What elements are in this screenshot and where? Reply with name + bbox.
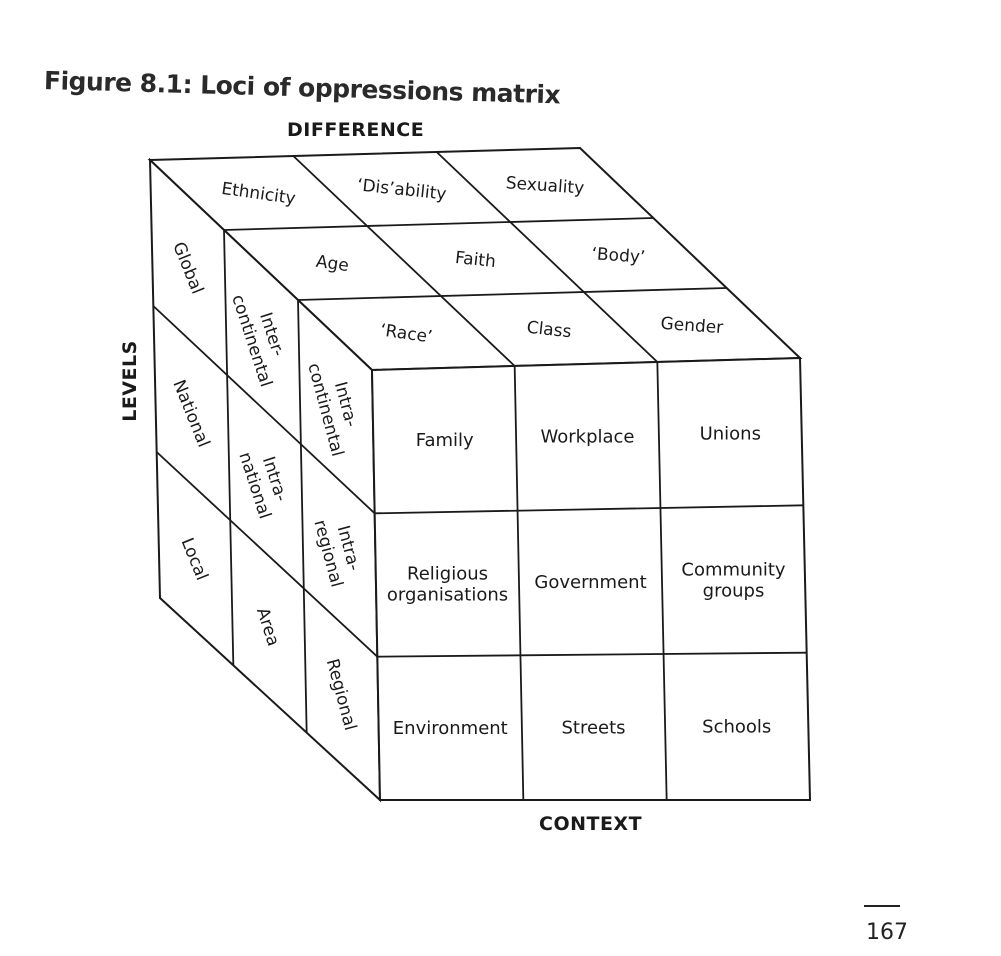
front-cell-label: Government [534,572,646,593]
top-cell-label: ‘Body’ [591,244,646,268]
left-grid-line [297,299,308,733]
front-grid-line [374,504,804,515]
top-cell-label: Age [315,252,350,276]
front-cell-label: Unions [700,423,761,444]
left-grid-line [152,305,376,514]
top-grid-line [223,217,654,231]
top-cell-label: Gender [660,314,724,338]
top-cell-label: Class [526,318,573,343]
front-cell-label: Family [416,430,474,451]
axis-label-context: CONTEXT [539,813,643,835]
front-grid-line [656,361,668,801]
top-cell-label: Faith [454,248,497,272]
page-number-rule [864,905,900,907]
axis-label-difference: DIFFERENCE [287,119,425,141]
top-grid-line [436,151,658,363]
top-grid-line [292,155,516,367]
front-cell-label: Schools [702,717,771,738]
page-number: 167 [866,920,908,945]
top-grid-line [297,287,727,301]
left-grid-line [156,451,378,658]
left-grid-line [223,229,235,666]
front-cell-label: Workplace [540,427,634,448]
front-cell-label: Environment [393,718,508,739]
front-grid-line [513,365,525,801]
front-cell-label: Streets [561,717,625,738]
front-grid-line [377,651,807,658]
